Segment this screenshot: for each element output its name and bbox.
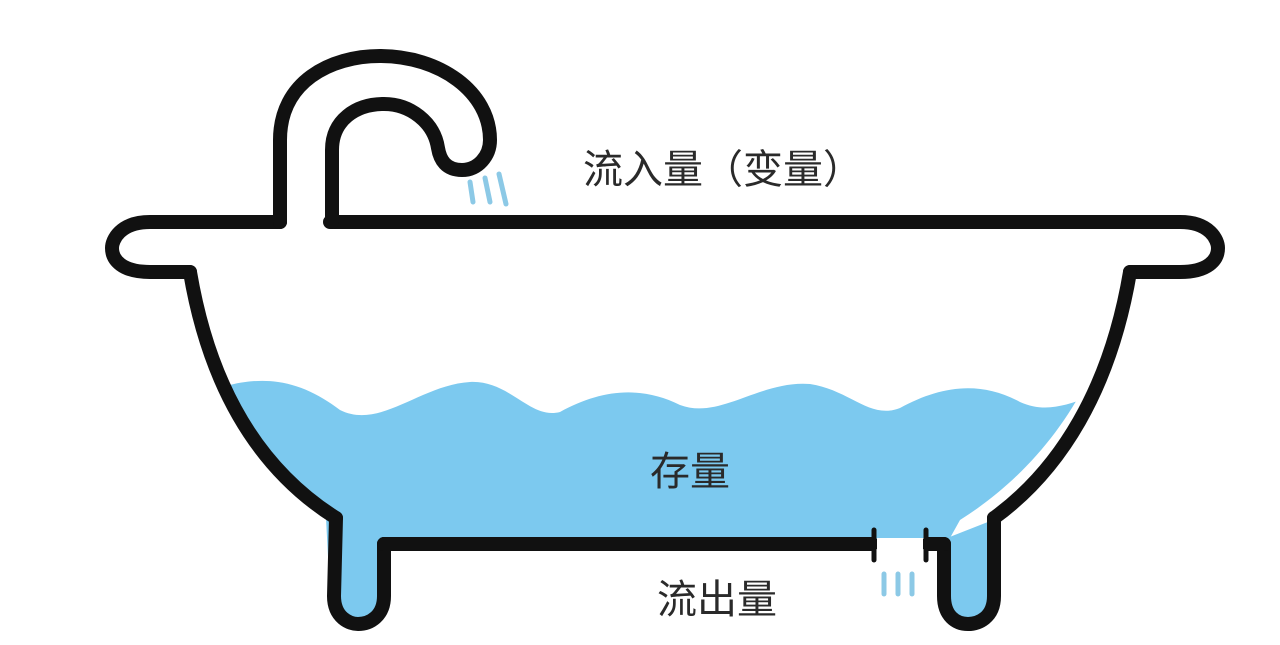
tub-leg-left (327, 511, 391, 631)
outflow-label: 流出量 (657, 577, 777, 623)
tub-outline (105, 215, 1225, 631)
water-stream-icon (467, 171, 509, 207)
tub-wall-left (183, 265, 343, 525)
tub-rim (105, 215, 1225, 279)
drain-opening (877, 538, 923, 552)
tub-leg-right (937, 511, 1001, 631)
tub-wall-right (987, 265, 1137, 525)
water-right-leg (942, 518, 998, 622)
inflow-label: 流入量（变量） (583, 147, 863, 193)
stock-label: 存量 (650, 449, 730, 495)
drain-icon (871, 527, 929, 563)
faucet-icon (273, 49, 497, 229)
water-surface (200, 380, 1120, 545)
water-stream-icon (881, 571, 915, 597)
